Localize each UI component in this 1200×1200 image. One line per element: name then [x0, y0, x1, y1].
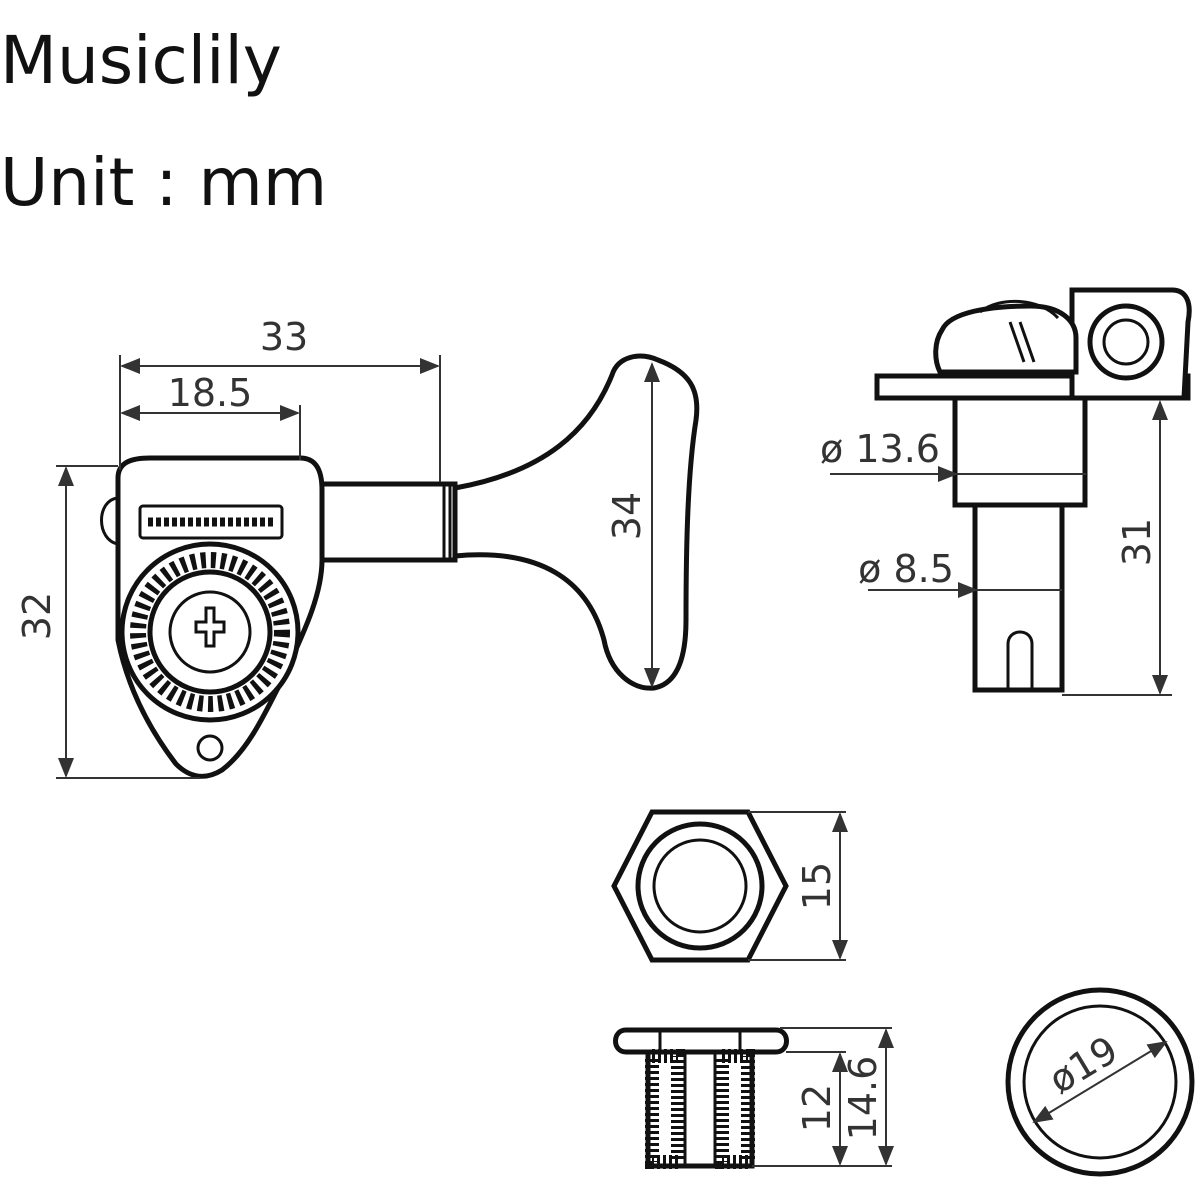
side-bushing [952, 395, 1088, 508]
sleeve-dimensions: 12 14.6 [752, 1027, 894, 1167]
dim-button-height: 34 [605, 492, 649, 540]
dim-post-diameter: ø 8.5 [858, 547, 954, 591]
dim-post-height: 31 [1115, 518, 1159, 566]
dim-overall-length: 33 [260, 315, 308, 359]
dim-sleeve-total-length: 14.6 [841, 1056, 885, 1141]
threaded-sleeve [613, 1027, 789, 1169]
mounting-hole [196, 734, 224, 762]
tuner-key-button [452, 353, 700, 691]
brand-title: Musiclily [0, 22, 282, 99]
dim-nut-width: 15 [795, 862, 839, 910]
hex-nut-dimensions: 15 [748, 811, 848, 961]
washer: ø19 [1005, 987, 1195, 1177]
dim-post-offset: 18.5 [168, 371, 253, 415]
side-gear [933, 303, 1079, 375]
dim-housing-height: 32 [15, 592, 59, 640]
tuner-side-view [874, 287, 1192, 693]
phillips-screw-icon [194, 606, 226, 648]
string-slot [1006, 630, 1034, 690]
tuner-front-view [100, 353, 700, 779]
side-knob [100, 496, 119, 546]
unit-label: Unit : mm [0, 144, 328, 221]
logo-plate [138, 504, 284, 540]
side-string-post [972, 502, 1065, 693]
front-view-dimensions: 33 18.5 32 34 [15, 315, 660, 779]
hex-nut [611, 809, 789, 963]
side-view-dimensions: ø 13.6 ø 8.5 31 [820, 400, 1172, 696]
dim-sleeve-length: 12 [795, 1084, 839, 1132]
dim-bushing-diameter: ø 13.6 [820, 427, 940, 471]
